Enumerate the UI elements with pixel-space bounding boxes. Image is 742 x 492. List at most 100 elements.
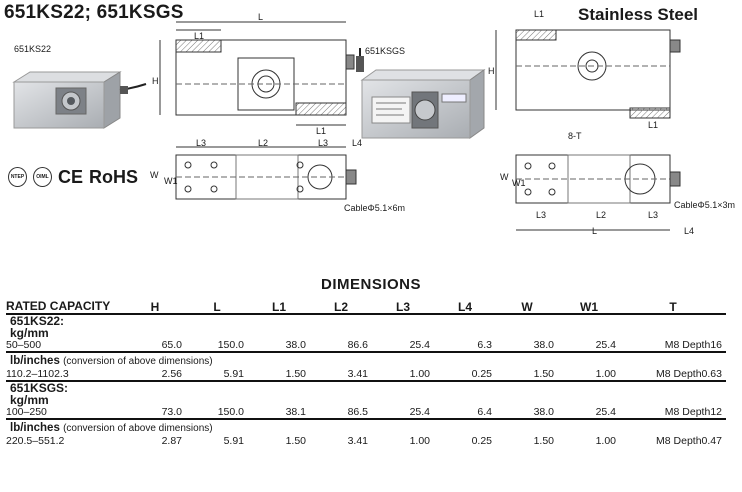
table-row: 220.5–551.2 2.87 5.91 1.50 3.41 1.00 0.2… bbox=[6, 435, 726, 447]
photo-label-651ksgs: 651KSGS bbox=[365, 46, 406, 56]
dim-label-L-2: L bbox=[592, 226, 598, 236]
cell-L3: 1.00 bbox=[409, 435, 430, 447]
section-model: 651KSGS: bbox=[10, 381, 69, 395]
cell-L: 150.0 bbox=[217, 339, 244, 351]
col-header-L1: L1 bbox=[271, 300, 286, 314]
conversion-note: (conversion of above dimensions) bbox=[63, 423, 213, 434]
ntep-logo-icon: NTEP bbox=[8, 167, 27, 187]
photo-651ksgs bbox=[356, 48, 486, 139]
cell-L4: 0.25 bbox=[471, 435, 492, 447]
section-unit-row: kg/mm bbox=[6, 327, 726, 339]
thread-label: 8-T bbox=[568, 131, 582, 141]
dim-label-L: L bbox=[258, 12, 264, 22]
dim-label-L1-b: L1 bbox=[316, 126, 327, 136]
cell-L3: 1.00 bbox=[409, 368, 430, 380]
cell-L4: 0.25 bbox=[471, 368, 492, 380]
dim-label-L2-2: L2 bbox=[596, 210, 607, 220]
table-row: 110.2–1102.3 2.56 5.91 1.50 3.41 1.00 0.… bbox=[6, 368, 726, 381]
cell-capacity: 110.2–1102.3 bbox=[6, 368, 69, 380]
cell-T: M8 Depth16 bbox=[664, 339, 722, 351]
dim-label-W1-2: W1 bbox=[512, 178, 526, 188]
cell-L4: 6.4 bbox=[477, 406, 492, 418]
technical-drawings bbox=[12, 21, 681, 231]
cell-L1: 38.0 bbox=[285, 339, 306, 351]
dim-label-H-2: H bbox=[488, 66, 495, 76]
dim-label-L3-2b: L3 bbox=[648, 210, 659, 220]
section-unit: kg/mm bbox=[10, 393, 49, 407]
dim-label-L1-2b: L1 bbox=[648, 120, 659, 130]
cell-L2: 86.6 bbox=[347, 339, 368, 351]
cell-W: 1.50 bbox=[533, 368, 554, 380]
cell-W: 38.0 bbox=[533, 339, 554, 351]
ce-mark: CE bbox=[57, 166, 83, 187]
conversion-label-row: lb/inches (conversion of above dimension… bbox=[6, 419, 726, 435]
dim-label-L3: L3 bbox=[196, 138, 207, 148]
cell-capacity: 50–500 bbox=[6, 339, 42, 351]
cell-T: M8 Depth0.63 bbox=[656, 368, 722, 380]
cell-capacity: 220.5–551.2 bbox=[6, 435, 65, 447]
cell-L4: 6.3 bbox=[477, 339, 492, 351]
col-header-L3: L3 bbox=[395, 300, 410, 314]
cell-W: 38.0 bbox=[533, 406, 554, 418]
dimensions-table: RATED CAPACITY H L L1 L2 L3 L4 W W1 T 65… bbox=[6, 300, 726, 447]
drawing-side-view-1 bbox=[159, 21, 355, 126]
col-header-W: W bbox=[521, 300, 533, 314]
dim-label-W: W bbox=[150, 170, 159, 180]
table-row: 100–250 73.0 150.0 38.1 86.5 25.4 6.4 38… bbox=[6, 406, 726, 419]
cell-W1: 1.00 bbox=[595, 435, 616, 447]
dim-label-L1-2: L1 bbox=[534, 9, 545, 19]
cell-H: 73.0 bbox=[161, 406, 182, 418]
section-model-row: 651KSGS: bbox=[6, 381, 726, 394]
cell-W1: 25.4 bbox=[595, 406, 616, 418]
section-model-row: 651KS22: bbox=[6, 314, 726, 327]
cell-T: M8 Depth0.47 bbox=[656, 435, 722, 447]
page-title: 651KS22; 651KSGS bbox=[4, 2, 184, 23]
cell-L2: 3.41 bbox=[347, 435, 368, 447]
cell-L: 5.91 bbox=[223, 435, 244, 447]
dimensions-title: DIMENSIONS bbox=[320, 276, 421, 293]
cell-L1: 38.1 bbox=[285, 406, 306, 418]
dim-label-L4-2: L4 bbox=[684, 226, 695, 236]
conversion-label-row: lb/inches (conversion of above dimension… bbox=[6, 352, 726, 368]
drawing-top-view-2 bbox=[515, 154, 681, 231]
cell-L2: 86.5 bbox=[347, 406, 368, 418]
col-header-T: T bbox=[669, 300, 677, 314]
cell-L1: 1.50 bbox=[285, 435, 306, 447]
cell-W1: 25.4 bbox=[595, 339, 616, 351]
drawing-side-view-2 bbox=[495, 29, 681, 119]
cable-label-1: CableΦ5.1×6m bbox=[344, 203, 405, 213]
col-header-L4: L4 bbox=[457, 300, 472, 314]
certification-row: NTEP OIML CE RoHS bbox=[8, 166, 138, 188]
cell-W: 1.50 bbox=[533, 435, 554, 447]
section-unit-row: kg/mm bbox=[6, 394, 726, 406]
cell-capacity: 100–250 bbox=[6, 406, 47, 418]
drawing-top-view-1 bbox=[175, 146, 357, 200]
photo-label-651ks22: 651KS22 bbox=[14, 44, 52, 54]
section-model: 651KS22: bbox=[10, 314, 65, 328]
cell-L3: 25.4 bbox=[409, 406, 430, 418]
cell-L: 150.0 bbox=[217, 406, 244, 418]
table-header-row: RATED CAPACITY H L L1 L2 L3 L4 W W1 T bbox=[6, 300, 726, 314]
photo-651ks22 bbox=[12, 71, 147, 129]
cell-W1: 1.00 bbox=[595, 368, 616, 380]
dim-label-H: H bbox=[152, 76, 159, 86]
cable-label-2: CableΦ5.1×3m bbox=[674, 200, 735, 210]
dim-label-L3-b: L3 bbox=[318, 138, 329, 148]
cell-H: 2.56 bbox=[161, 368, 182, 380]
material-label: Stainless Steel bbox=[578, 5, 699, 24]
col-header-capacity: RATED CAPACITY bbox=[6, 299, 111, 313]
cell-H: 2.87 bbox=[161, 435, 182, 447]
dim-label-L2: L2 bbox=[258, 138, 269, 148]
dim-label-L3-2: L3 bbox=[536, 210, 547, 220]
col-header-W1: W1 bbox=[580, 300, 598, 314]
cell-L1: 1.50 bbox=[285, 368, 306, 380]
cell-T: M8 Depth12 bbox=[664, 406, 722, 418]
rohs-mark: RoHS bbox=[88, 166, 138, 187]
dim-label-L1: L1 bbox=[194, 31, 205, 41]
dim-label-W1: W1 bbox=[164, 176, 178, 186]
cell-H: 65.0 bbox=[161, 339, 182, 351]
conversion-unit: lb/inches bbox=[10, 422, 60, 434]
dim-label-W-2: W bbox=[500, 172, 509, 182]
table-row: 50–500 65.0 150.0 38.0 86.6 25.4 6.3 38.… bbox=[6, 339, 726, 352]
oiml-logo-icon: OIML bbox=[32, 167, 52, 187]
